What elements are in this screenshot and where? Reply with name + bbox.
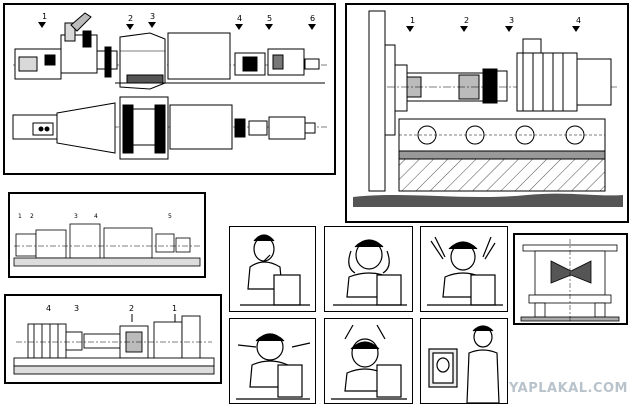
pump-drive-parts [13, 315, 215, 375]
panel-line-shaft-drawing: 1 2 3 4 5 [8, 192, 206, 278]
label-m3: 3 [74, 213, 78, 220]
label-m2: 2 [30, 213, 34, 220]
fan-motor-drawing: 1 2 3 4 [353, 10, 623, 207]
label-r3: 3 [509, 16, 514, 25]
label-m5: 5 [168, 213, 172, 220]
panel-fan-motor-elevation: 1 2 3 4 [345, 3, 629, 223]
label-r2: 2 [464, 16, 469, 25]
top-view-assembly [12, 96, 316, 160]
label-4: 4 [237, 14, 242, 23]
position-markers-bottom: 4 3 2 1 [46, 304, 177, 322]
side-view-motor [234, 48, 320, 76]
cartoon-frame-head-in-hands [324, 226, 413, 312]
position-markers-mid: 1 2 3 4 5 [18, 213, 172, 220]
label-3: 3 [150, 12, 155, 21]
side-view-impeller-housing [119, 32, 166, 90]
cartoon-frame-hands-up [420, 226, 508, 312]
label-b2: 2 [129, 304, 134, 313]
fan-housing [368, 10, 408, 192]
cartoon-frame-pulling-hair [229, 318, 316, 404]
cartoon-frame-portrait [420, 318, 508, 404]
label-5: 5 [267, 14, 272, 23]
position-markers: 1 2 3 4 5 6 [38, 12, 316, 30]
line-shaft-drawing: 1 2 3 4 5 [13, 213, 201, 267]
electric-motor [516, 38, 612, 112]
position-markers-right: 1 2 3 4 [406, 16, 581, 32]
ground [353, 193, 623, 207]
cartoon-frame-holding-head [324, 318, 413, 404]
label-2: 2 [128, 14, 133, 23]
machine-section-drawing [520, 239, 620, 322]
label-b1: 1 [172, 304, 177, 313]
label-m1: 1 [18, 213, 22, 220]
label-6: 6 [310, 14, 315, 23]
shaft-couplings [387, 68, 617, 104]
panel-drive-train-views: 1 2 3 4 5 6 [3, 3, 336, 175]
label-r4: 4 [576, 16, 581, 25]
side-view-left-assembly [14, 12, 118, 80]
label-m4: 4 [94, 213, 98, 220]
label-b4: 4 [46, 304, 51, 313]
watermark-text: YAPLAKAL.COM [509, 381, 628, 396]
line-shaft-parts [13, 223, 201, 267]
panel-pump-drive-drawing: 4 3 2 1 [4, 294, 222, 384]
pump-drive-drawing: 4 3 2 1 [13, 304, 215, 375]
side-view-drum [167, 32, 231, 80]
label-r1: 1 [410, 16, 415, 25]
cartoon-frame-pondering [229, 226, 316, 312]
drive-train-drawing: 1 2 3 4 5 6 [12, 12, 327, 160]
label-b3: 3 [74, 304, 79, 313]
label-1: 1 [42, 12, 47, 21]
panel-machine-section [513, 233, 628, 325]
foundation [398, 118, 606, 192]
